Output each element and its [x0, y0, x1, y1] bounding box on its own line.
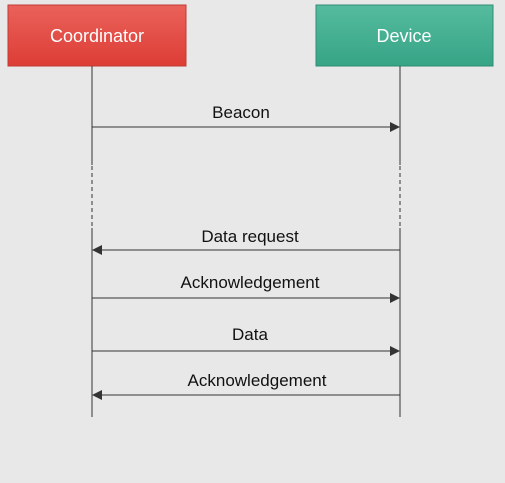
message-acknowledgement-1-arrowhead — [390, 293, 400, 303]
message-beacon: Beacon — [92, 103, 400, 132]
message-data-request: Data request — [92, 227, 400, 255]
actor-coordinator-label: Coordinator — [50, 26, 144, 46]
message-acknowledgement-2-label: Acknowledgement — [188, 371, 327, 390]
actor-device-label: Device — [376, 26, 431, 46]
actor-device-box — [315, 4, 494, 67]
message-acknowledgement-1-label: Acknowledgement — [181, 273, 320, 292]
message-beacon-arrowhead — [390, 122, 400, 132]
message-acknowledgement-1: Acknowledgement — [92, 273, 400, 303]
message-acknowledgement-2: Acknowledgement — [92, 371, 400, 400]
message-acknowledgement-2-arrowhead — [92, 390, 102, 400]
actor-coordinator-box — [7, 4, 187, 67]
message-data-arrowhead — [390, 346, 400, 356]
message-data: Data — [92, 325, 400, 356]
message-data-label: Data — [232, 325, 268, 344]
message-data-request-label: Data request — [201, 227, 299, 246]
actor-device: Device — [315, 4, 494, 67]
message-data-request-arrowhead — [92, 245, 102, 255]
actor-coordinator: Coordinator — [7, 4, 187, 67]
message-beacon-label: Beacon — [212, 103, 270, 122]
